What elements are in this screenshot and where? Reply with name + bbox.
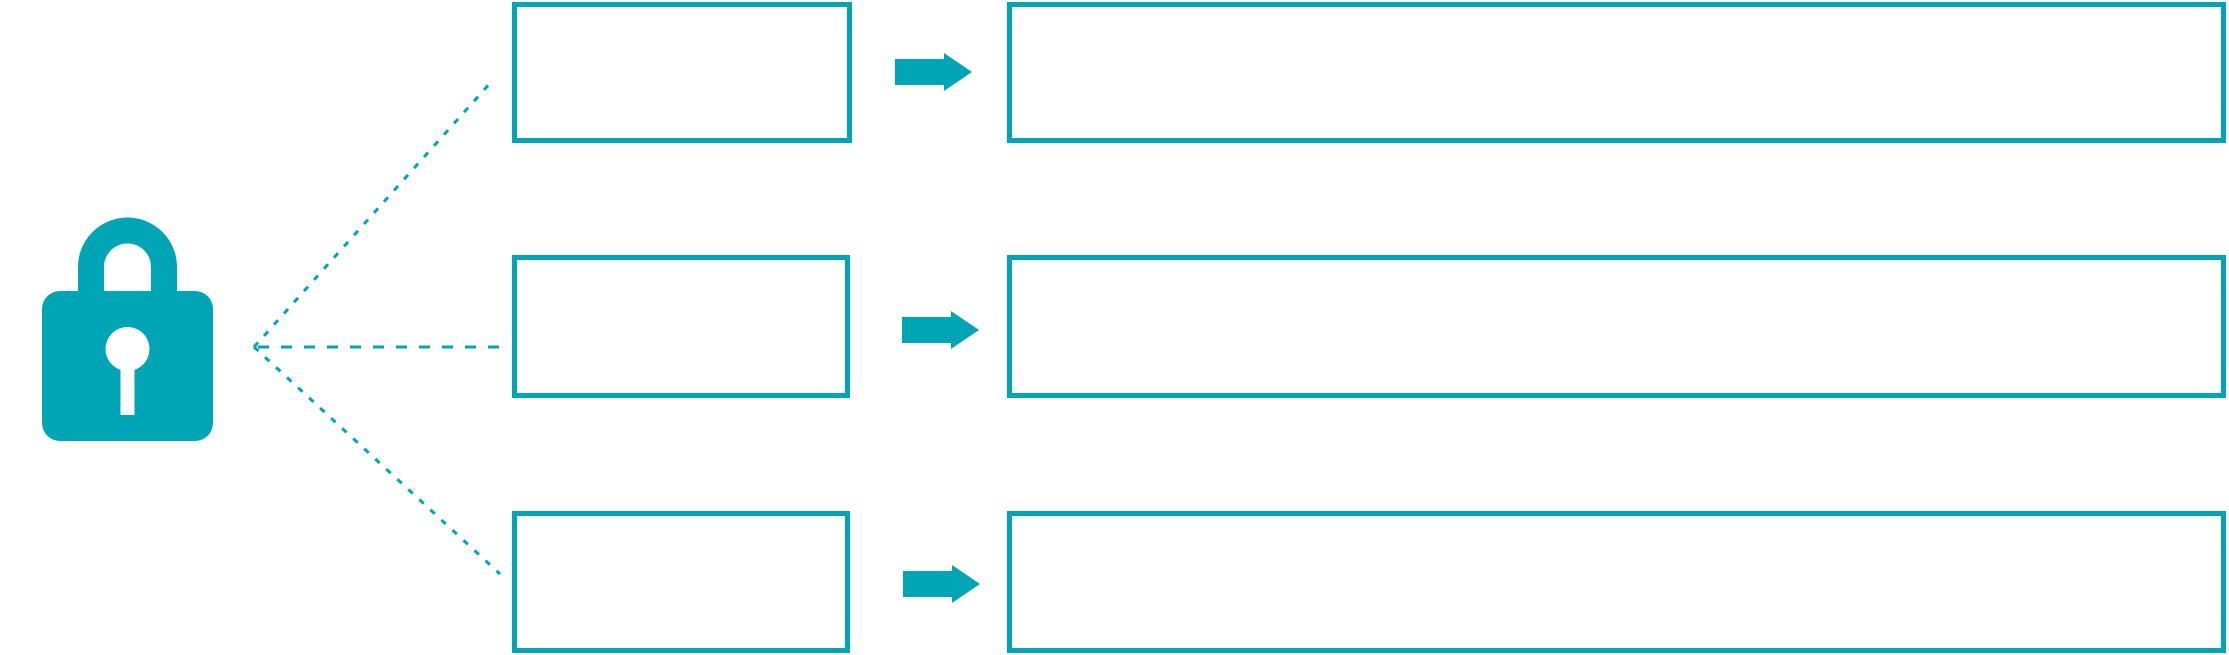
detail-box-row-1 bbox=[1007, 2, 2226, 143]
lock-icon bbox=[42, 217, 213, 441]
label-box-row-2 bbox=[512, 255, 850, 398]
arrow-right-icon bbox=[903, 565, 980, 603]
connector-line-bottom bbox=[252, 345, 502, 576]
row-arrows bbox=[895, 53, 980, 603]
connector-lines bbox=[252, 79, 502, 576]
connector-line-top bbox=[252, 79, 494, 349]
label-box-row-1 bbox=[512, 2, 852, 143]
arrow-right-icon bbox=[902, 311, 979, 349]
detail-box-row-2 bbox=[1007, 255, 2226, 398]
label-box-row-3 bbox=[512, 511, 850, 653]
arrow-right-icon bbox=[895, 53, 972, 91]
lock-shackle bbox=[78, 217, 177, 300]
lock-keyhole-stem bbox=[120, 349, 135, 415]
detail-box-row-3 bbox=[1007, 511, 2226, 653]
